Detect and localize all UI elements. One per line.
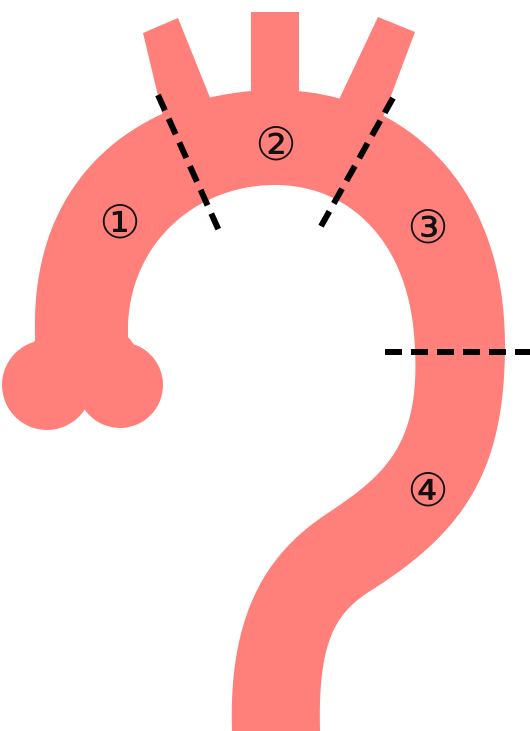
segment-label-2: ② <box>255 117 296 171</box>
left-common-carotid-branch <box>251 12 299 112</box>
segment-label-1: ① <box>99 195 140 249</box>
segment-label-4: ④ <box>407 463 448 517</box>
aortic-root-neck <box>31 322 135 382</box>
aorta-vessel <box>2 12 505 731</box>
descending-aorta-body <box>232 345 505 731</box>
brachiocephalic-branch <box>143 18 213 125</box>
segment-label-3: ③ <box>407 200 448 254</box>
left-subclavian-branch <box>335 17 415 125</box>
